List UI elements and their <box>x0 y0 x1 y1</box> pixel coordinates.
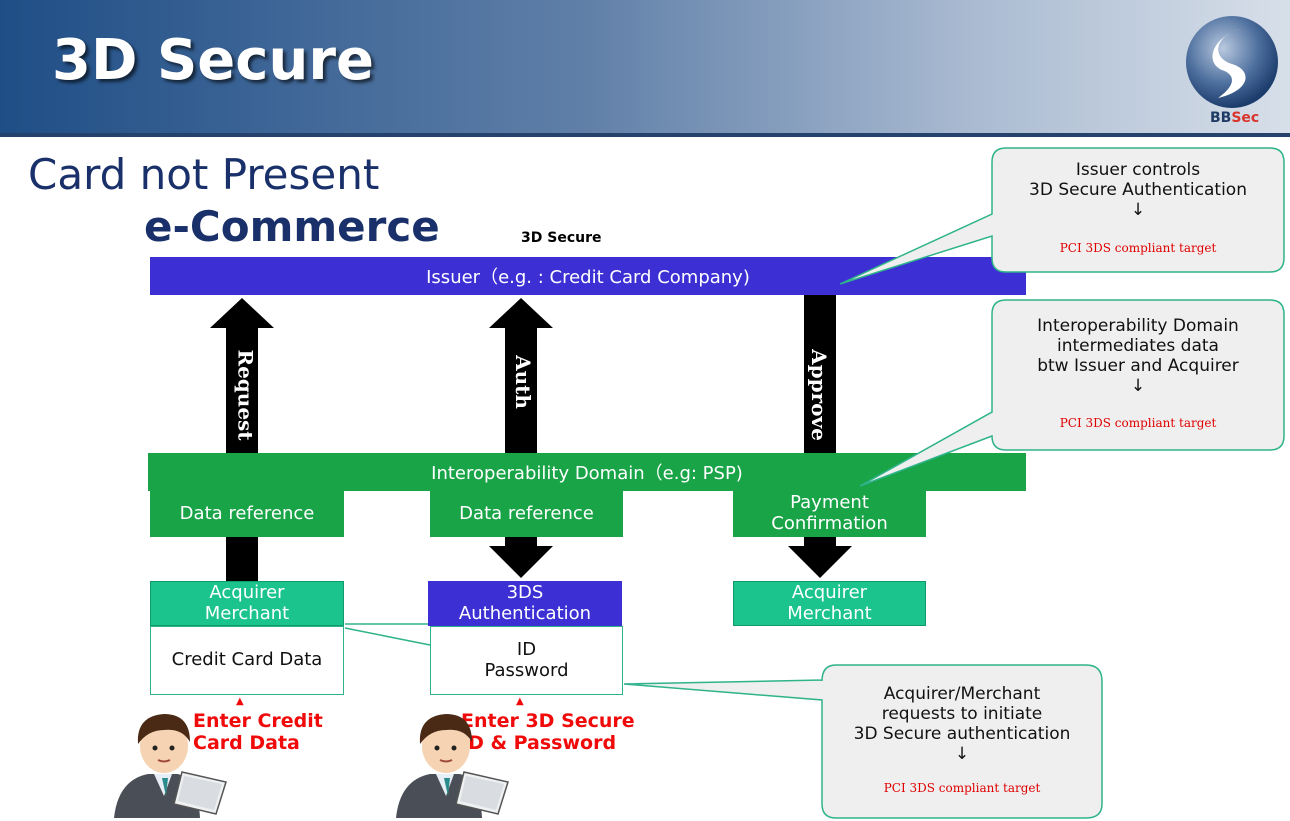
connector-line <box>344 627 431 646</box>
user-at-laptop-icon <box>396 714 509 818</box>
interop-callout-text: Interoperability Domain intermediates da… <box>1037 316 1239 397</box>
acquirer-callout-text: Acquirer/Merchant requests to initiate 3… <box>853 684 1071 765</box>
acquirer-merchant-box-1: Acquirer Merchant <box>150 581 344 626</box>
interop-callout-bubble <box>859 299 1285 487</box>
page-title: 3D Secure <box>52 28 374 93</box>
data-reference-box-1: Data reference <box>150 491 344 537</box>
request-stem <box>226 537 258 581</box>
issuer-callout-text: Issuer controls 3D Secure Authentication… <box>1029 160 1247 221</box>
heading-3d-secure: 3D Secure <box>521 230 602 246</box>
credit-card-data-box: Credit Card Data <box>150 626 344 695</box>
caret-up-icon: ▲ <box>516 696 524 707</box>
data-reference-box-2: Data reference <box>430 491 623 537</box>
user-at-laptop-icon <box>114 714 227 818</box>
approve-arrow <box>804 295 836 453</box>
heading-ecommerce: e-Commerce <box>144 202 440 251</box>
bbsec-logo-icon <box>1186 16 1278 108</box>
issuer-bar: Issuer（e.g. : Credit Card Company) <box>150 257 1026 295</box>
interop-bar: Interoperability Domain（e.g: PSP) <box>148 453 1026 491</box>
auth-arrow <box>489 298 553 453</box>
heading-card-not-present: Card not Present <box>28 150 380 199</box>
acquirer-callout-note: PCI 3DS compliant target <box>883 781 1041 795</box>
three-ds-authentication-box: 3DS Authentication <box>428 581 622 626</box>
enter-card-label: Enter Credit Card Data <box>193 710 323 754</box>
request-arrow <box>210 298 274 453</box>
header-banner <box>0 0 1290 137</box>
issuer-callout-note: PCI 3DS compliant target <box>1059 241 1217 255</box>
acquirer-merchant-box-2: Acquirer Merchant <box>733 581 926 626</box>
acquirer-callout-bubble <box>623 664 1103 819</box>
auth-down-arrow <box>489 537 553 578</box>
id-password-box: ID Password <box>430 626 623 695</box>
caret-up-icon: ▲ <box>236 696 244 707</box>
logo-wordmark: BBSec <box>1210 110 1260 126</box>
approve-down-arrow <box>788 537 852 578</box>
interop-callout-note: PCI 3DS compliant target <box>1059 416 1217 430</box>
payment-confirmation-box: Payment Confirmation <box>733 491 926 537</box>
issuer-callout-bubble <box>839 147 1285 285</box>
